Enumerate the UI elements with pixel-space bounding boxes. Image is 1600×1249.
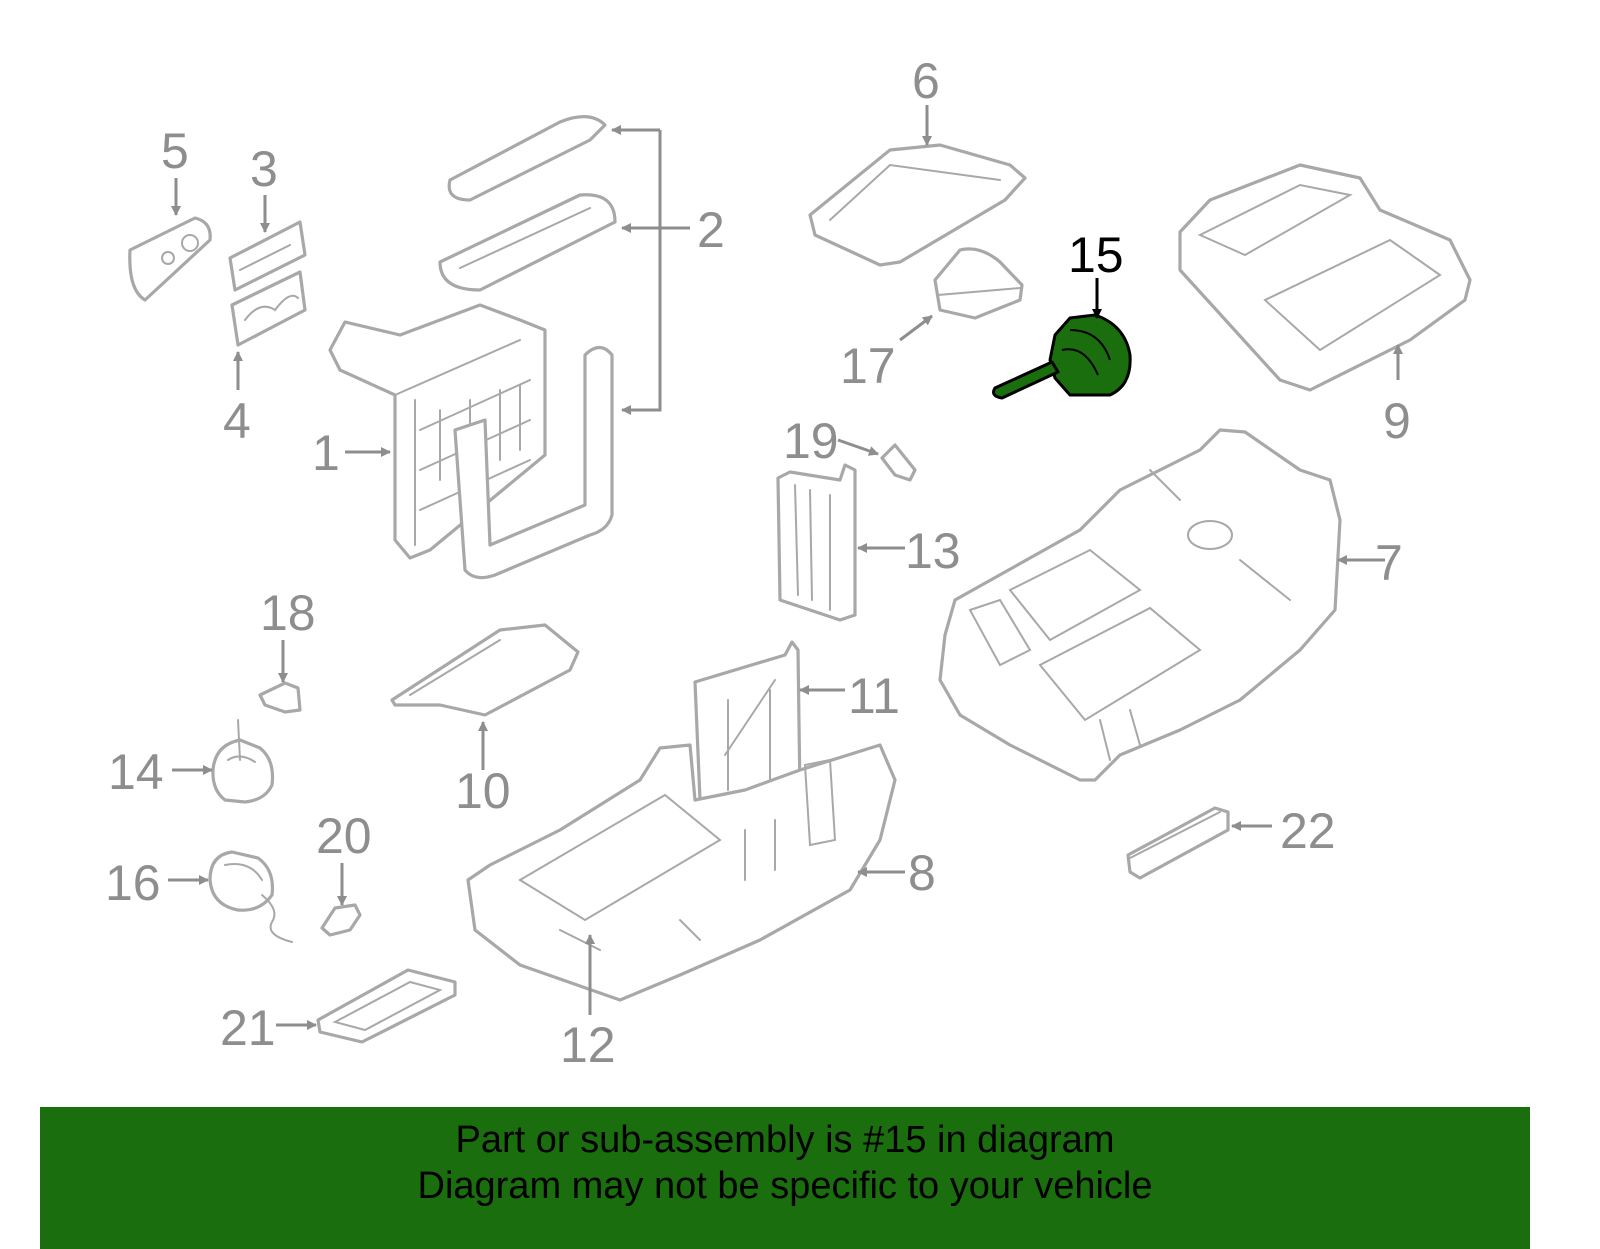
info-banner: Part or sub-assembly is #15 in diagram D…	[40, 1107, 1530, 1249]
part-8-upper-case[interactable]	[466, 743, 897, 1002]
part-21-filter[interactable]	[316, 968, 457, 1044]
callout-8: 8	[908, 845, 936, 901]
callout-15: 15	[1068, 227, 1124, 283]
part-10-door[interactable]	[390, 623, 580, 717]
callout-11: 11	[848, 668, 900, 724]
part-2-seal-upper[interactable]	[447, 115, 607, 202]
callout-20: 20	[316, 808, 372, 864]
part-22-duct[interactable]	[1126, 806, 1230, 880]
part-9-outlet-frame[interactable]	[1178, 163, 1472, 392]
banner-line-part: Part or sub-assembly is #15 in diagram	[455, 1119, 1115, 1161]
callout-4: 4	[223, 393, 251, 449]
part-16-actuator[interactable]	[208, 850, 293, 943]
part-5-plate[interactable]	[128, 216, 212, 302]
part-6-cover[interactable]	[808, 143, 1027, 267]
part-13-filter-frame[interactable]	[776, 463, 857, 622]
callout-2: 2	[697, 202, 725, 258]
part-4-seal[interactable]	[230, 270, 307, 347]
part-3-seal[interactable]	[228, 220, 307, 292]
callout-9: 9	[1383, 393, 1411, 449]
leader-lines	[168, 105, 1403, 1030]
callout-14: 14	[108, 744, 164, 800]
part-14-actuator[interactable]	[211, 719, 275, 804]
part-1-evaporator-core[interactable]	[328, 303, 547, 560]
callout-6: 6	[912, 53, 940, 109]
part-17-housing[interactable]	[933, 247, 1024, 320]
part-7-lower-case[interactable]	[938, 428, 1342, 782]
callout-19: 19	[783, 413, 839, 469]
callout-3: 3	[250, 141, 278, 197]
callout-13: 13	[905, 523, 961, 579]
callout-18: 18	[260, 585, 316, 641]
banner-line-disclaimer: Diagram may not be specific to your vehi…	[417, 1165, 1153, 1207]
callout-12: 12	[560, 1017, 616, 1073]
callout-17: 17	[840, 338, 896, 394]
part-2-seal-middle[interactable]	[438, 193, 617, 292]
callout-21: 21	[220, 1000, 276, 1056]
part-20-clip[interactable]	[320, 903, 362, 937]
callout-16: 16	[105, 855, 161, 911]
callout-7: 7	[1375, 535, 1403, 591]
callout-5: 5	[161, 123, 189, 179]
part-19-clip[interactable]	[880, 443, 917, 482]
part-18-bracket[interactable]	[258, 681, 302, 714]
part-2-seal-u[interactable]	[453, 345, 614, 580]
callout-numbers: 1 2 3 4 5 6 7 8 9 10 11 12 13 14 15 16 1…	[105, 53, 1411, 1073]
part-15-actuator[interactable]	[992, 313, 1132, 400]
callout-1: 1	[312, 425, 340, 481]
callout-22: 22	[1280, 803, 1336, 859]
callout-10: 10	[455, 763, 511, 819]
